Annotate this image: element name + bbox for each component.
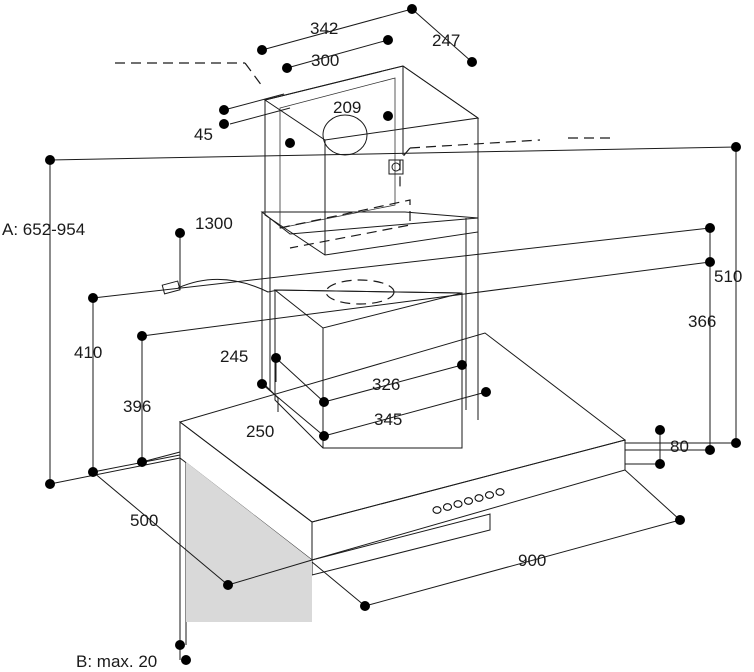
dim-b-max: B: max. 20	[76, 652, 157, 671]
dim-342: 342	[310, 19, 338, 38]
dim-1300: 1300	[195, 214, 233, 233]
upper-chimney	[263, 65, 480, 256]
dim-345: 345	[374, 410, 402, 429]
control-button	[495, 488, 505, 496]
control-button	[432, 506, 442, 514]
dim-510: 510	[714, 267, 742, 286]
dim-247: 247	[432, 31, 460, 50]
dim-500: 500	[130, 511, 158, 530]
dim-209: 209	[333, 98, 361, 117]
hidden-lines	[115, 62, 610, 249]
control-button	[463, 497, 474, 505]
control-button	[474, 494, 484, 502]
dim-366: 366	[688, 312, 716, 331]
dim-326: 326	[372, 375, 400, 394]
control-button	[442, 503, 453, 511]
control-button	[453, 500, 463, 508]
dim-900: 900	[518, 551, 546, 570]
control-panel-buttons	[432, 488, 505, 514]
dim-250: 250	[246, 422, 274, 441]
dimension-dots	[45, 4, 741, 665]
dim-45: 45	[194, 125, 213, 144]
hood-canopy	[178, 332, 627, 622]
dimension-labels: 342 300 247 209 45 1300 A: 652-954 510 3…	[2, 19, 742, 671]
dim-300: 300	[311, 51, 339, 70]
dim-a-range: A: 652-954	[2, 220, 85, 239]
control-button	[484, 491, 495, 499]
dim-245: 245	[220, 347, 248, 366]
dim-80: 80	[670, 437, 689, 456]
dim-396: 396	[123, 397, 151, 416]
dimension-lines	[49, 8, 737, 660]
dim-410: 410	[74, 343, 102, 362]
lower-chimney	[273, 279, 463, 449]
